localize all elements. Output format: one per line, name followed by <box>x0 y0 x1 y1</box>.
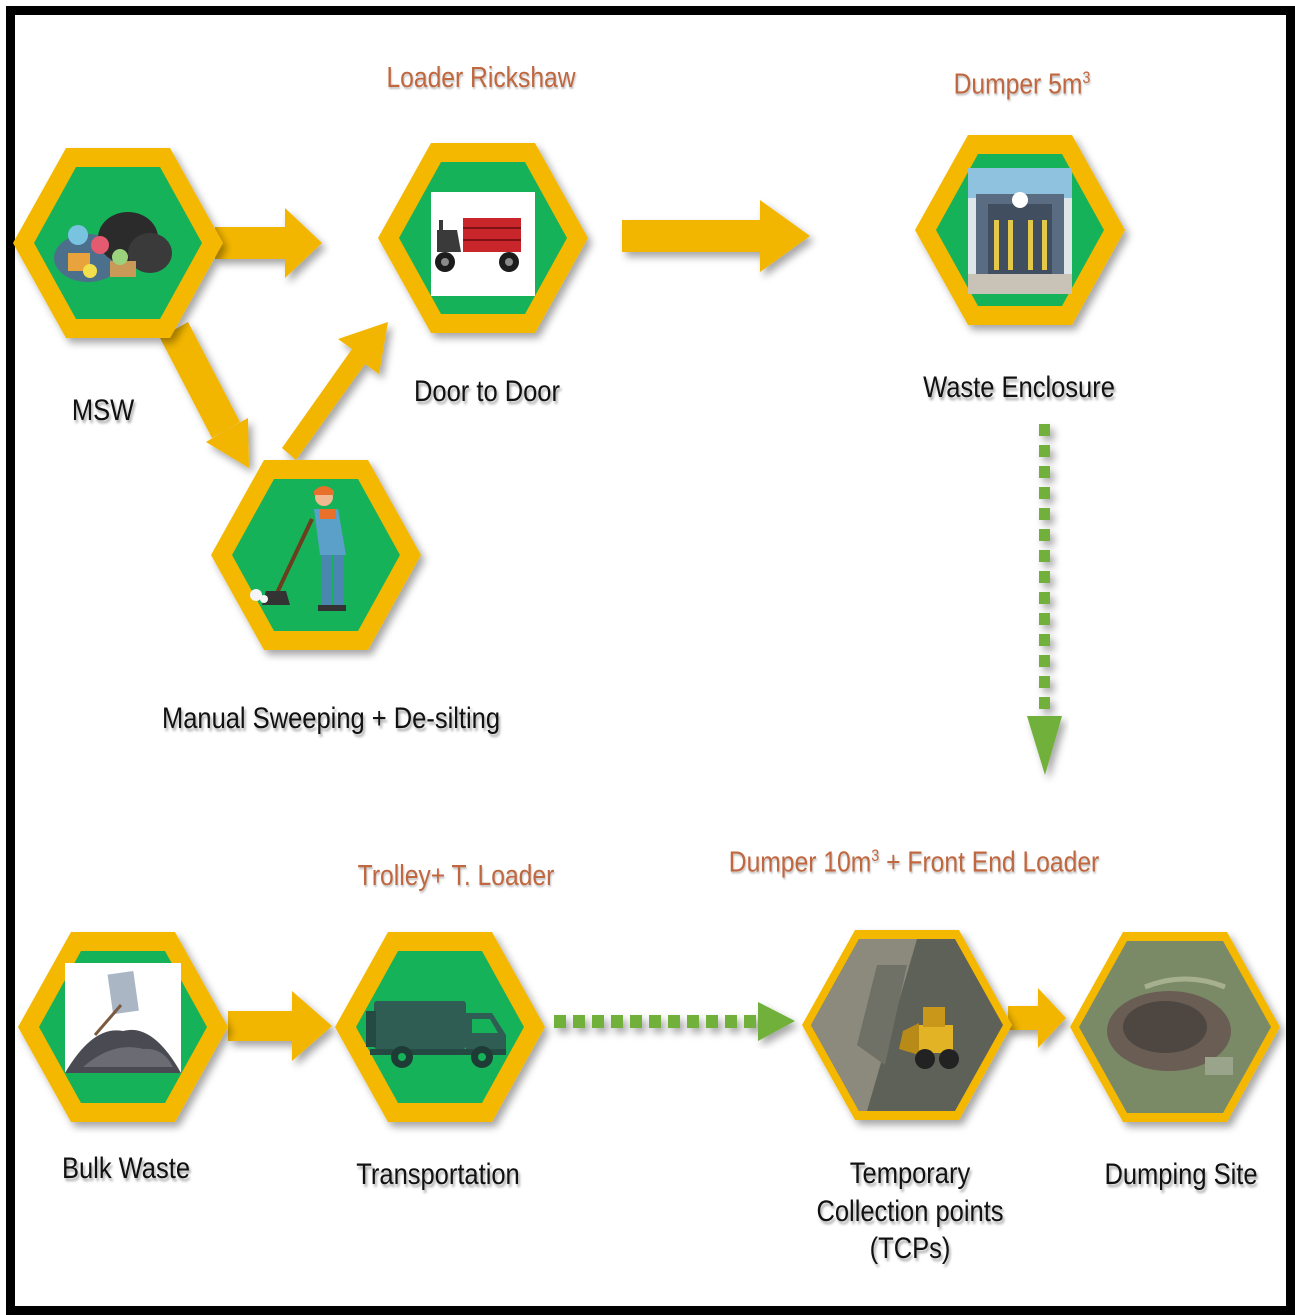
label-bulk-waste: Bulk Waste <box>61 1152 191 1185</box>
vehicle-dumper-5m3: Dumper 5m3 <box>953 68 1091 101</box>
label-tcps: Temporary Collection points (TCPs) <box>816 1157 1004 1265</box>
garbage-truck-icon <box>366 1001 506 1068</box>
label-transportation: Transportation <box>356 1158 520 1191</box>
label-waste-enclosure: Waste Enclosure <box>923 371 1115 404</box>
dotted-arrow-transport-to-tcp <box>554 1002 795 1041</box>
waste-enclosure-icon <box>968 168 1072 294</box>
diagram-frame <box>6 6 1295 1315</box>
arrow-sweeping-to-door <box>282 322 388 460</box>
node-waste-enclosure <box>915 135 1125 325</box>
label-door-to-door: Door to Door <box>414 375 560 408</box>
arrow-msw-to-door <box>215 208 322 278</box>
loader-rickshaw-icon <box>431 192 535 296</box>
node-bulk-waste <box>18 932 228 1122</box>
node-msw <box>13 148 223 338</box>
sweeper-icon <box>250 486 346 611</box>
arrow-tcp-to-dump <box>1008 988 1066 1048</box>
node-transportation <box>335 932 545 1122</box>
dumping-site-aerial-icon <box>1079 941 1271 1113</box>
arrow-msw-to-sweeping <box>160 322 249 468</box>
garbage-bags-icon <box>54 212 172 282</box>
vehicle-loader-rickshaw: Loader Rickshaw <box>386 62 576 94</box>
vehicle-trolley-loader: Trolley+ T. Loader <box>357 860 555 892</box>
dotted-arrow-enclosure-to-tcp <box>1027 424 1062 775</box>
arrow-door-to-enclosure <box>622 200 810 272</box>
vehicle-dumper-10m3-front-end-loader: Dumper 10m3 + Front End Loader <box>728 846 1100 879</box>
bulk-waste-dump-icon <box>65 963 181 1073</box>
node-door-to-door <box>378 143 588 333</box>
label-manual-sweeping: Manual Sweeping + De-silting <box>161 702 501 735</box>
arrow-bulk-to-transport <box>228 991 332 1061</box>
node-dumping-site <box>1070 932 1280 1122</box>
label-dumping-site: Dumping Site <box>1104 1158 1258 1191</box>
node-tcps <box>802 930 1012 1120</box>
front-end-loader-site-icon <box>811 939 1003 1111</box>
label-msw: MSW <box>71 394 135 427</box>
node-manual-sweeping <box>211 460 421 650</box>
